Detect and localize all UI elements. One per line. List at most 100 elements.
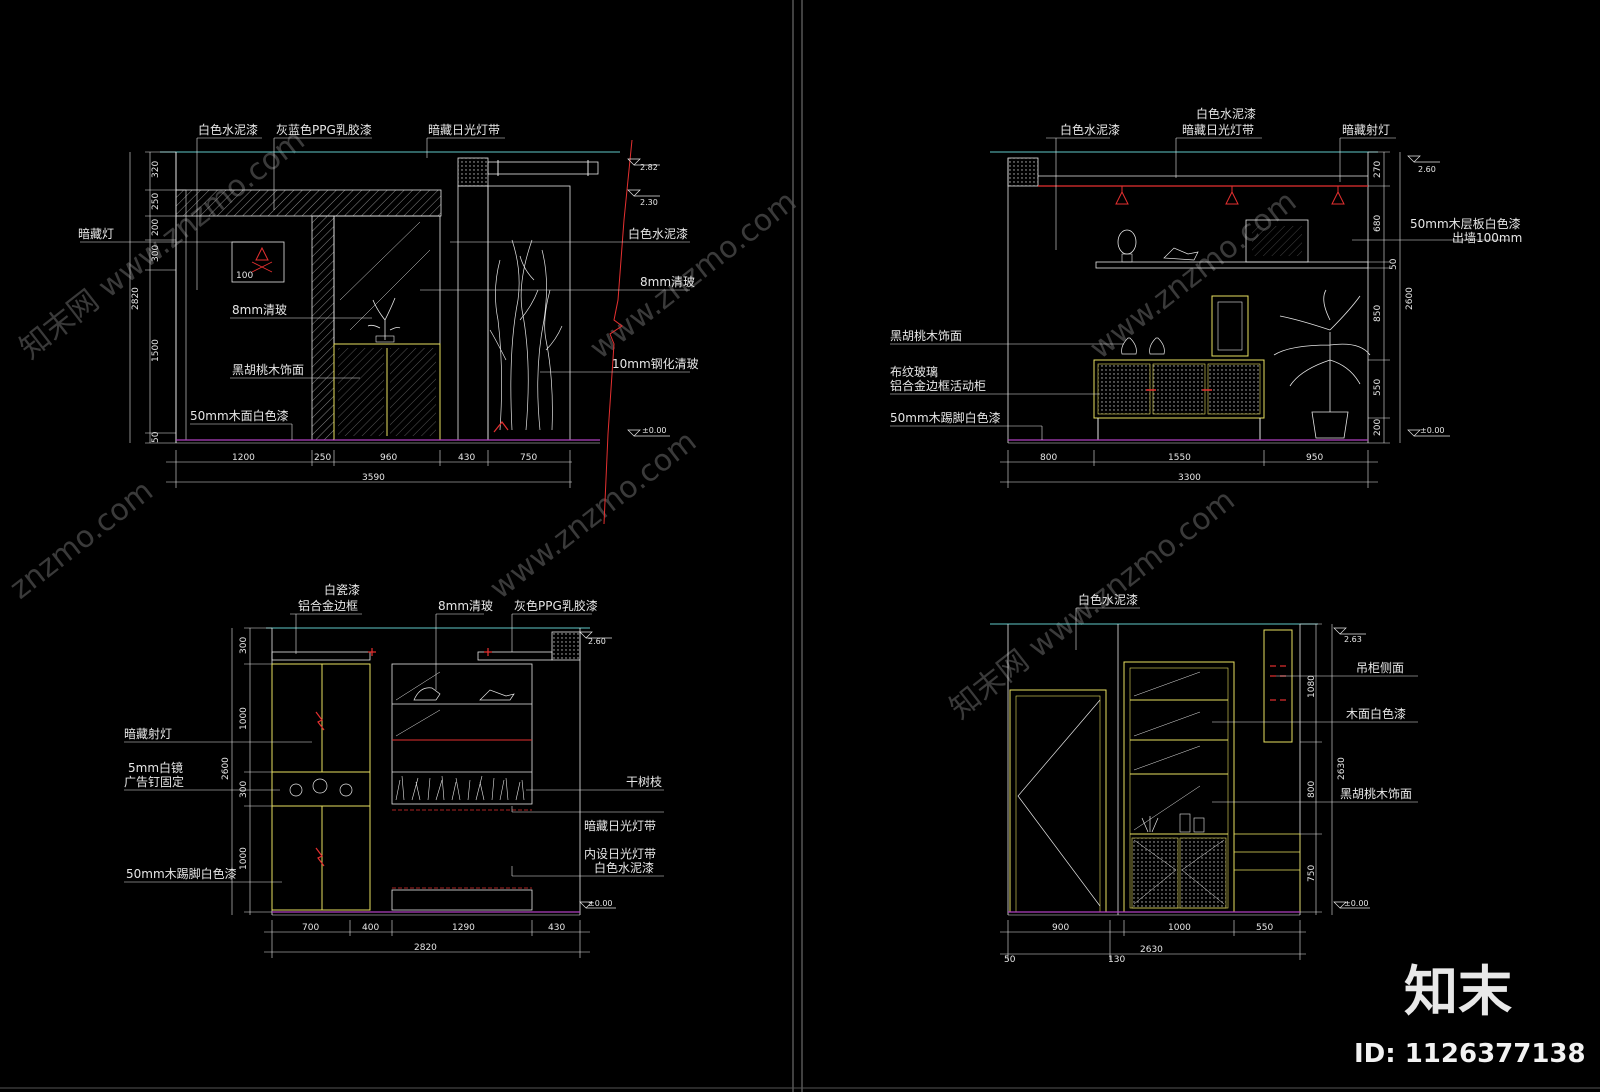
total-height: 2600 xyxy=(1405,287,1415,310)
elevation-drawing-3: 300 1000 300 1000 2600 700 400 1290 430 … xyxy=(124,582,664,958)
callout-label: 铝合金边框活动柜 xyxy=(890,378,986,393)
total-width: 3590 xyxy=(362,473,385,483)
dim-right: 270 xyxy=(1373,161,1383,178)
dim-left: 200 xyxy=(151,219,161,236)
dim-bottom: 250 xyxy=(314,453,331,463)
total-width: 2630 xyxy=(1140,945,1163,955)
total-height: 2600 xyxy=(221,757,231,780)
callout-label: 黑胡桃木饰面 xyxy=(890,328,962,343)
image-id-label: ID: 1126377138 xyxy=(1354,1039,1586,1069)
dim-right: 1080 xyxy=(1307,675,1317,698)
callout-label: 暗藏日光灯带 xyxy=(1182,122,1254,137)
dim-right: 850 xyxy=(1373,305,1383,322)
callout-label: 暗藏日光灯带 xyxy=(428,122,500,137)
total-height: 2820 xyxy=(131,287,141,310)
watermark: znzmo.com xyxy=(3,473,159,606)
level-mark: 2.60 xyxy=(588,637,606,646)
callout-label: 8mm清玻 xyxy=(438,599,493,613)
callout-label: 出墙100mm xyxy=(1452,231,1522,245)
callout-label: 布纹玻璃 xyxy=(890,365,938,379)
callout-label: 白瓷漆 xyxy=(324,582,360,597)
dim-right: 800 xyxy=(1307,781,1317,798)
callout-label: 暗藏灯 xyxy=(78,226,114,241)
callout-label: 内设日光灯带 xyxy=(584,847,656,861)
dim-bottom: 1200 xyxy=(232,453,255,463)
dim-bottom: 50 xyxy=(1004,955,1016,965)
callout-label: 8mm清玻 xyxy=(232,303,287,317)
dim-right: 680 xyxy=(1373,215,1383,232)
dim-right: 200 xyxy=(1373,419,1383,436)
elevation-drawing-4: 1080 800 750 2630 900 1000 550 50 130 26… xyxy=(990,592,1418,965)
callout-label: 广告钉固定 xyxy=(124,774,184,789)
callout-label: 白色水泥漆 xyxy=(1196,106,1256,121)
callout-label: 50mm木层板白色漆 xyxy=(1410,216,1521,231)
callout-label: 灰色PPG乳胶漆 xyxy=(514,598,598,613)
site-logo: 知末 xyxy=(1404,960,1512,1023)
callout-label: 白色水泥漆 xyxy=(628,226,688,241)
callout-label: 暗藏射灯 xyxy=(124,726,172,741)
callout-label: 8mm清玻 xyxy=(640,275,695,289)
watermark: www.znzmo.com xyxy=(1083,184,1303,366)
dim-left: 1000 xyxy=(239,847,249,870)
level-mark: ±0.00 xyxy=(588,899,613,908)
dim-bottom: 550 xyxy=(1256,923,1273,933)
callout-label: 50mm木面白色漆 xyxy=(190,408,289,423)
dim-left: 300 xyxy=(151,245,161,262)
dim-bottom: 700 xyxy=(302,923,319,933)
level-mark: ±0.00 xyxy=(642,426,667,435)
total-width: 2820 xyxy=(414,943,437,953)
dim-right: 50 xyxy=(1389,258,1399,270)
elevation-drawing-2: 270 680 50 850 550 200 2600 800 1550 950… xyxy=(890,106,1522,488)
callout-label: 50mm木踢脚白色漆 xyxy=(890,410,1001,425)
dim-bottom: 430 xyxy=(458,453,475,463)
level-mark: 2.82 xyxy=(640,163,658,172)
dim-bottom: 800 xyxy=(1040,453,1057,463)
dim-bottom: 430 xyxy=(548,923,565,933)
watermark: 知末网 www.znzmo.com xyxy=(13,123,311,367)
lamp-size: 100 xyxy=(236,271,253,281)
callout-label: 黑胡桃木饰面 xyxy=(232,362,304,377)
dim-bottom: 750 xyxy=(520,453,537,463)
level-mark: 2.63 xyxy=(1344,635,1362,644)
dim-right: 750 xyxy=(1307,865,1317,882)
callout-label: 白色水泥漆 xyxy=(198,122,258,137)
callout-label: 黑胡桃木饰面 xyxy=(1340,786,1412,801)
callout-label: 铝合金边框 xyxy=(298,598,358,613)
callout-label: 10mm钢化清玻 xyxy=(612,357,699,371)
level-mark: 2.60 xyxy=(1418,165,1436,174)
callout-label: 吊柜侧面 xyxy=(1356,661,1404,675)
dim-bottom: 400 xyxy=(362,923,379,933)
callout-label: 灰蓝色PPG乳胶漆 xyxy=(276,122,372,137)
dim-right: 550 xyxy=(1373,379,1383,396)
dim-left: 50 xyxy=(151,431,161,443)
dim-left: 1500 xyxy=(151,339,161,362)
dim-bottom: 1000 xyxy=(1168,923,1191,933)
callout-label: 干树枝 xyxy=(626,774,662,789)
dim-bottom: 1290 xyxy=(452,923,475,933)
elevation-drawing-1: 100 xyxy=(78,122,699,525)
level-mark: ±0.00 xyxy=(1344,899,1369,908)
total-height: 2630 xyxy=(1337,757,1347,780)
callout-label: 暗藏日光灯带 xyxy=(584,818,656,833)
callout-label: 5mm白镜 xyxy=(128,760,183,775)
watermark: www.znzmo.com xyxy=(483,424,703,606)
dim-bottom: 1550 xyxy=(1168,453,1191,463)
callout-label: 白色水泥漆 xyxy=(1078,592,1138,607)
dim-left: 250 xyxy=(151,193,161,210)
dim-left: 320 xyxy=(151,161,161,178)
callout-label: 暗藏射灯 xyxy=(1342,122,1390,137)
dim-bottom: 960 xyxy=(380,453,397,463)
callout-label: 50mm木踢脚白色漆 xyxy=(126,866,237,881)
callout-label: 白色水泥漆 xyxy=(594,860,654,875)
dim-bottom: 900 xyxy=(1052,923,1069,933)
callout-label: 白色水泥漆 xyxy=(1060,122,1120,137)
dim-bottom: 130 xyxy=(1108,955,1125,965)
level-mark: ±0.00 xyxy=(1420,426,1445,435)
callout-label: 木面白色漆 xyxy=(1346,706,1406,721)
total-width: 3300 xyxy=(1178,473,1201,483)
dim-bottom: 950 xyxy=(1306,453,1323,463)
level-mark: 2.30 xyxy=(640,198,658,207)
dim-left: 1000 xyxy=(239,707,249,730)
